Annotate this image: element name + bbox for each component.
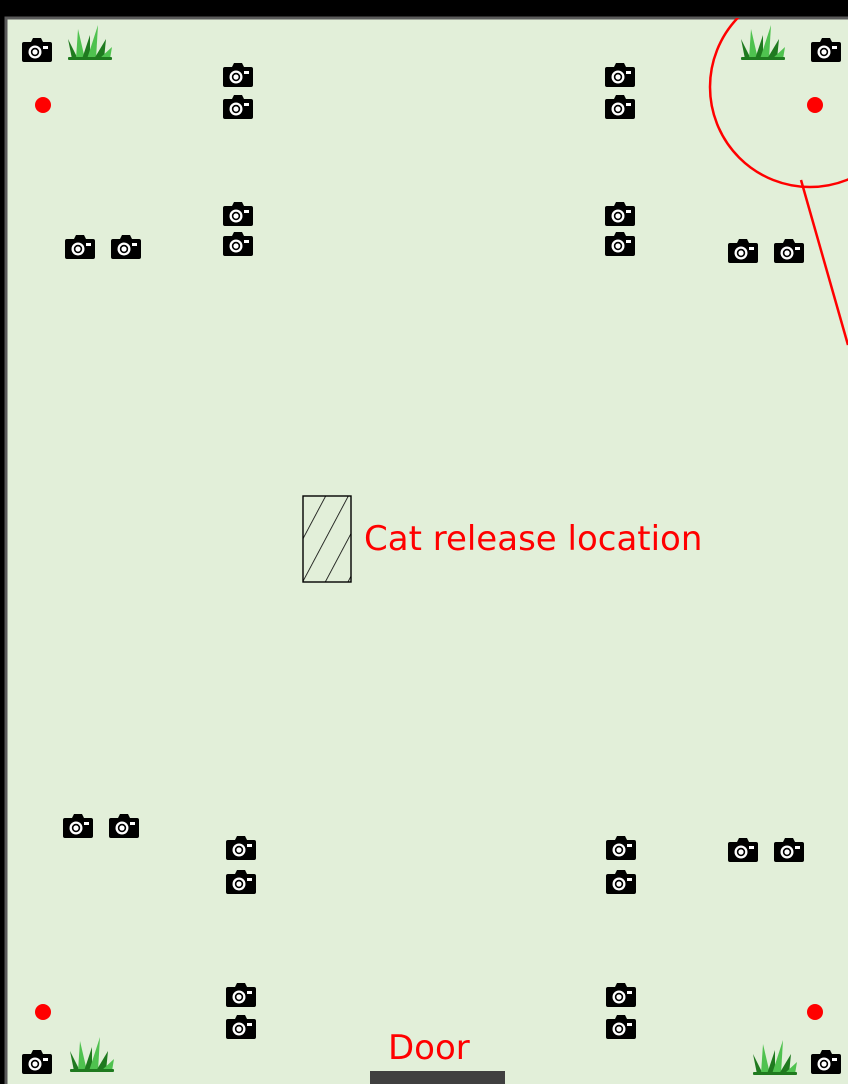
camera-icon [605,63,635,87]
grass-icon [70,1037,114,1072]
camera-icon [728,838,758,862]
camera-icon [223,232,253,256]
red-dot-marker [35,97,51,113]
camera-icon [226,1015,256,1039]
camera-icon [226,870,256,894]
camera-icon [223,95,253,119]
camera-icon [226,983,256,1007]
camera-icon [811,1050,841,1074]
camera-icon [63,814,93,838]
camera-icon [22,1050,52,1074]
camera-icon [111,235,141,259]
room-floor [4,16,848,1084]
camera-icon [774,239,804,263]
camera-icon [223,63,253,87]
camera-icon [774,838,804,862]
door [370,1071,505,1084]
grass-icon [68,25,112,60]
camera-icon [22,38,52,62]
callout [708,18,848,189]
camera-icon [606,983,636,1007]
camera-icon [728,239,758,263]
camera-icon [605,232,635,256]
camera-icon [606,870,636,894]
camera-icon [606,836,636,860]
red-dot-marker [807,97,823,113]
camera-icon [811,38,841,62]
door-label: Door [388,1028,470,1068]
camera-icon [226,836,256,860]
camera-icon [109,814,139,838]
red-dot-marker [807,1004,823,1020]
grass-icon [741,25,785,60]
camera-icon [223,202,253,226]
cat-release-box [302,495,352,583]
cat-release-label: Cat release location [364,519,702,559]
camera-icon [605,95,635,119]
grass-icon [753,1040,797,1075]
camera-icon [606,1015,636,1039]
callout-pointer [799,179,848,346]
camera-icon [605,202,635,226]
camera-icon [65,235,95,259]
red-dot-marker [35,1004,51,1020]
